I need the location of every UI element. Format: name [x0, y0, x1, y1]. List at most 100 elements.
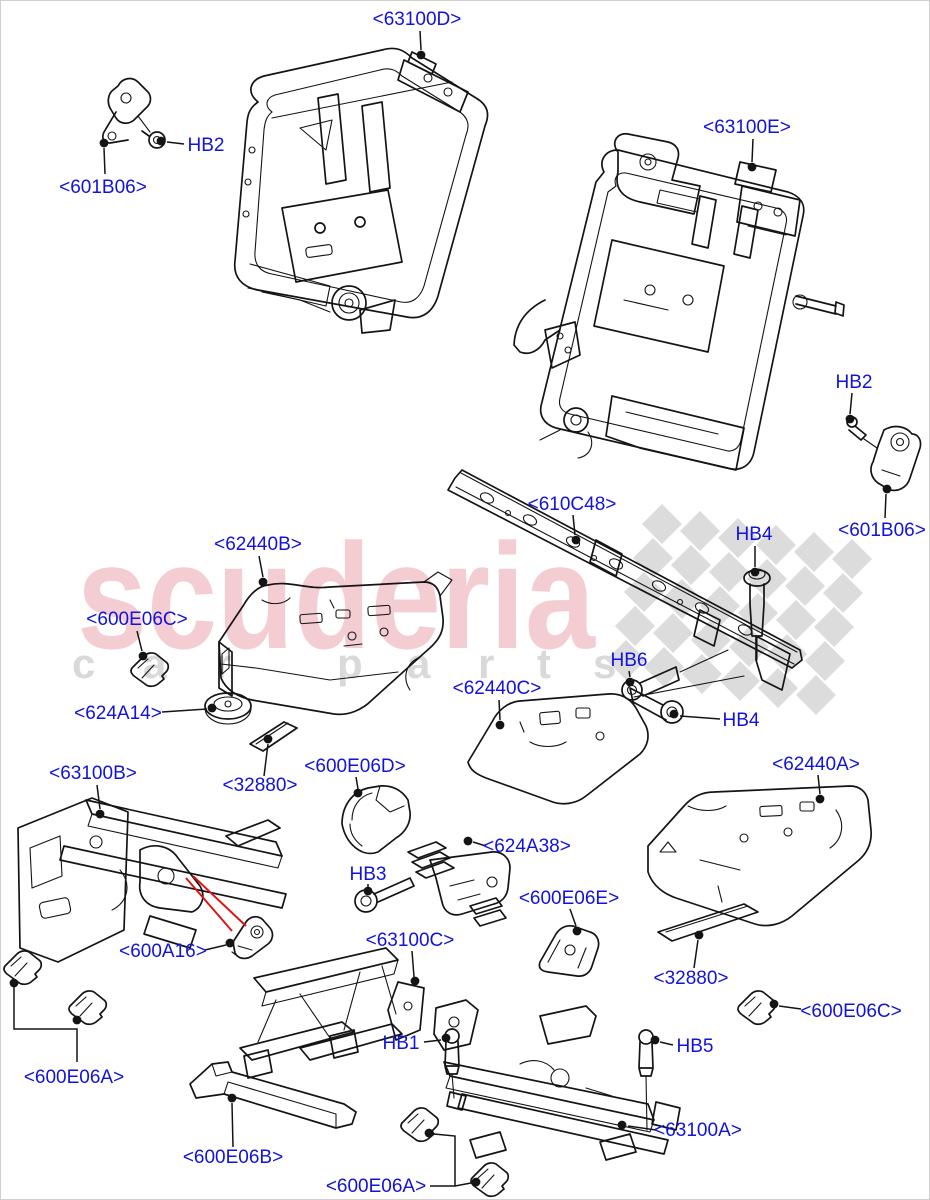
- leader-line-32880-right: [693, 939, 699, 969]
- leader-line-600E06A-bottom: [454, 1182, 472, 1187]
- leader-dot-HB6: [625, 677, 635, 687]
- part-drawing-624A38-bracket: [407, 841, 511, 927]
- part-label-HB2-left[interactable]: HB2: [188, 135, 225, 156]
- flag-cell: [606, 640, 646, 680]
- part-label-HB5[interactable]: HB5: [677, 1036, 714, 1057]
- part-label-HB4-top[interactable]: HB4: [736, 524, 773, 545]
- part-label-600A16[interactable]: <600A16>: [119, 941, 207, 962]
- leader-line-600E06C-left: [136, 630, 143, 652]
- leader-line-600E06C-right: [778, 1005, 802, 1010]
- part-drawing-HB5-pin: [638, 1029, 654, 1131]
- leader-line-HB5: [659, 1041, 674, 1046]
- leader-dot-62440B: [258, 577, 268, 587]
- part-label-HB1[interactable]: HB1: [383, 1033, 420, 1054]
- part-label-32880-right[interactable]: <32880>: [653, 968, 728, 989]
- leader-line-HB6: [628, 670, 631, 678]
- part-label-63100A[interactable]: <63100A>: [654, 1120, 742, 1141]
- leader-line-63100B: [96, 784, 101, 810]
- part-drawing-63100B-seat-base-frame: [17, 797, 287, 963]
- part-label-32880-left[interactable]: <32880>: [222, 775, 297, 796]
- leader-dot-HB5: [650, 1035, 660, 1045]
- flag-cell: [796, 675, 836, 715]
- leader-dot-32880-right: [694, 930, 704, 940]
- part-label-HB3[interactable]: HB3: [350, 864, 387, 885]
- part-label-63100B[interactable]: <63100B>: [49, 763, 137, 784]
- leader-dot-600E06C-left: [138, 651, 148, 661]
- flag-cell: [718, 518, 758, 558]
- part-drawing-624A14-knob: [204, 692, 252, 725]
- flag-cell: [680, 511, 720, 551]
- part-label-600E06A-bottom[interactable]: <600E06A>: [326, 1176, 426, 1197]
- part-drawing-600E06D-cover: [341, 785, 411, 855]
- part-label-63100D[interactable]: <63100D>: [373, 9, 462, 30]
- part-drawing-600E06E-bracket: [538, 924, 600, 977]
- part-label-HB2-right[interactable]: HB2: [836, 372, 873, 393]
- leader-dot-HB4-bottom: [669, 709, 679, 719]
- leader-dot-601B06-right: [882, 484, 892, 494]
- part-label-HB6[interactable]: HB6: [611, 650, 648, 671]
- leader-dot-63100A: [617, 1120, 627, 1130]
- part-drawing-600E06B-strip: [189, 1061, 357, 1129]
- part-label-600E06E[interactable]: <600E06E>: [519, 888, 619, 909]
- part-label-624A38[interactable]: <624A38>: [483, 836, 571, 857]
- part-drawing-600E06A-clip-1: [3, 950, 43, 986]
- part-label-600E06B[interactable]: <600E06B>: [183, 1147, 283, 1168]
- leader-line-600E06A-bottom: [430, 1133, 456, 1187]
- leader-line-63100D: [419, 30, 422, 51]
- leader-dot-63100D: [416, 50, 426, 60]
- flag-cell: [756, 525, 796, 565]
- part-label-600E06D[interactable]: <600E06D>: [304, 756, 405, 777]
- part-label-600E06C-right[interactable]: <600E06C>: [800, 1001, 901, 1022]
- part-drawing-62440A-seat-pan: [647, 785, 872, 927]
- part-drawing-32880-left-strip: [249, 721, 298, 752]
- leader-line-63100A: [627, 1125, 657, 1131]
- part-label-62440C[interactable]: <62440C>: [453, 678, 542, 699]
- part-drawing-63100E-seat-back-frame: [513, 132, 845, 471]
- watermark-brand-text: scuderia: [77, 512, 596, 680]
- part-drawing-63100A-seat-base-frame: [433, 999, 681, 1161]
- part-label-600E06C-left[interactable]: <600E06C>: [86, 609, 187, 630]
- leader-line-63100C: [411, 950, 415, 978]
- leader-dot-610C48: [571, 535, 581, 545]
- leader-dot-63100E: [747, 162, 757, 172]
- part-drawing-62440C-seat-pan: [467, 693, 649, 805]
- leader-dot-600E06A-left: [9, 978, 19, 988]
- part-label-63100E[interactable]: <63100E>: [703, 117, 791, 138]
- part-label-63100C[interactable]: <63100C>: [366, 930, 455, 951]
- part-drawing-600E06C-right-clip: [737, 990, 777, 1026]
- part-label-624A14[interactable]: <624A14>: [74, 703, 162, 724]
- leader-line-600E06E: [569, 908, 577, 927]
- flag-cell: [671, 545, 711, 585]
- part-drawing-32880-right-strip: [657, 903, 759, 942]
- leader-line-62440C: [498, 699, 501, 721]
- leader-dot-600E06A-left: [72, 1015, 82, 1025]
- leader-dot-600E06A-bottom: [471, 1177, 481, 1187]
- part-label-62440B[interactable]: <62440B>: [214, 534, 302, 555]
- part-label-600E06A-left[interactable]: <600E06A>: [24, 1067, 124, 1088]
- leader-line-624A14: [161, 708, 208, 713]
- leader-line-HB4-bottom: [679, 715, 721, 720]
- leader-dot-600E06D: [353, 788, 363, 798]
- red-indicator-line: [185, 877, 233, 932]
- part-label-62440A[interactable]: <62440A>: [772, 754, 860, 775]
- part-drawing-601B06-right-latch: [870, 425, 922, 492]
- flag-cell: [642, 504, 682, 544]
- part-label-610C48[interactable]: <610C48>: [528, 494, 617, 515]
- leader-dot-600E06A-bottom: [424, 1128, 434, 1138]
- red-indicator-line: [192, 875, 247, 927]
- part-label-601B06-left[interactable]: <601B06>: [59, 177, 147, 198]
- part-drawing-600E06A-clip-3: [400, 1107, 440, 1143]
- flag-cell: [805, 641, 845, 681]
- leader-line-600E06A-left: [13, 986, 78, 1062]
- leader-dot-624A14: [207, 703, 217, 713]
- part-label-601B06-right[interactable]: <601B06>: [838, 520, 926, 541]
- flag-cell: [615, 606, 655, 646]
- part-drawing-600A16-latch: [231, 916, 274, 960]
- leader-dot-32880-left: [263, 734, 273, 744]
- leader-line-600E06B: [231, 1102, 234, 1148]
- part-label-HB4-bottom[interactable]: HB4: [723, 710, 760, 731]
- part-drawing-63100D-seat-back-frame: [233, 47, 489, 334]
- flag-cell: [709, 552, 749, 592]
- part-drawing-62440B-seat-pan: [218, 571, 453, 716]
